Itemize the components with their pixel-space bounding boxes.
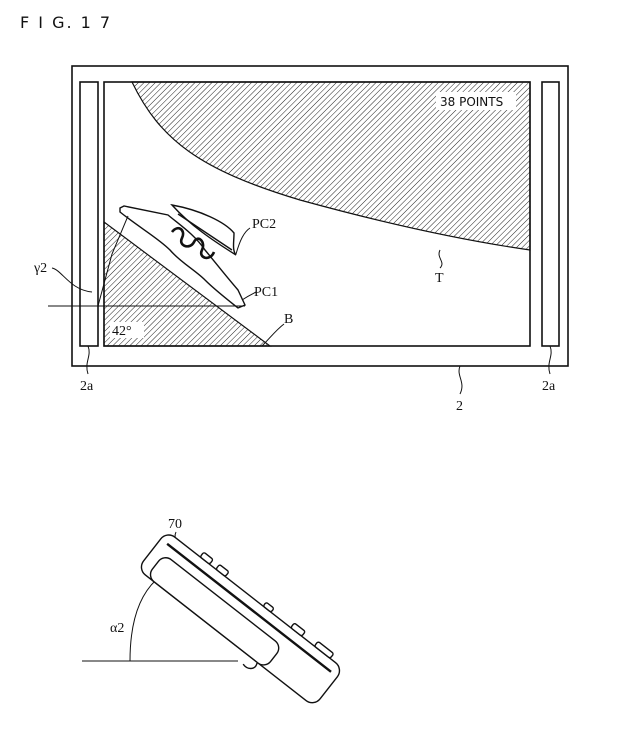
hatched-region-t (131, 81, 531, 251)
bar-right-label: 2a (542, 379, 556, 394)
angle-label: 42° (112, 324, 132, 339)
bar-left-label: 2a (80, 379, 94, 394)
angle-label-bg (110, 322, 144, 338)
gamma-line (97, 215, 129, 307)
alpha2-label: α2 (110, 621, 124, 636)
sensor-bar-left (79, 81, 99, 347)
leaders (51, 227, 552, 557)
figure-title: F I G. 1 7 (20, 13, 112, 32)
sensor-bar-right (541, 81, 560, 347)
pc2-label: PC2 (252, 217, 276, 232)
pc1-shape (119, 205, 246, 309)
wave-icon (170, 226, 216, 260)
b-label: B (284, 312, 293, 327)
controller-label: 70 (168, 517, 182, 532)
pc2-shape (170, 203, 237, 256)
controller-70 (140, 534, 341, 704)
points-label: 38 POINTS (440, 95, 503, 109)
t-label: T (435, 271, 444, 286)
points-label-bg (436, 92, 516, 110)
display-frame (71, 65, 569, 367)
gamma2-label: γ2 (33, 261, 47, 276)
pc1-label: PC1 (254, 285, 278, 300)
display-label: 2 (456, 399, 463, 414)
alpha-arc (129, 579, 157, 662)
